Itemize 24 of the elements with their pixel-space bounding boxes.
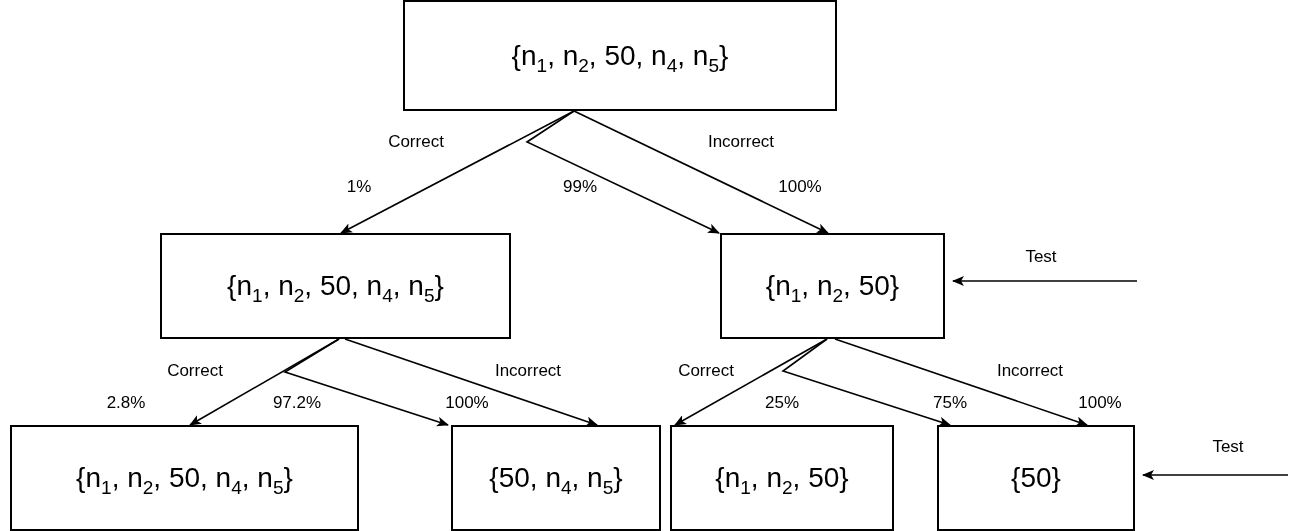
set-box xyxy=(670,425,894,531)
arrow xyxy=(340,110,575,234)
set-box xyxy=(451,425,661,531)
arrow xyxy=(283,338,449,427)
set-text: {n$_{1}$, n$_{2}$, 50, n$_{4}$, n$_{5}$} xyxy=(227,270,444,302)
set-text: {50} xyxy=(1011,462,1061,494)
arrow xyxy=(573,110,829,234)
set-text: {n$_{1}$, n$_{2}$, 50, n$_{4}$, n$_{5}$} xyxy=(76,462,293,494)
arrow xyxy=(525,110,720,234)
set-text: {50, n$_{4}$, n$_{5}$} xyxy=(489,462,623,494)
arrow xyxy=(952,276,1138,286)
set-box xyxy=(937,425,1135,531)
set-text: {n$_{1}$, n$_{2}$, 50} xyxy=(765,270,900,302)
set-box xyxy=(403,0,837,111)
arrow xyxy=(834,338,1088,427)
set-box xyxy=(10,425,359,531)
set-text: {n$_{1}$, n$_{2}$, 50} xyxy=(715,462,849,494)
arrow xyxy=(344,338,598,427)
set-box xyxy=(720,233,945,339)
arrow xyxy=(674,338,828,426)
arrow xyxy=(781,338,951,427)
set-text: {n$_{1}$, n$_{2}$, 50, n$_{4}$, n$_{5}$} xyxy=(511,39,729,72)
arrow xyxy=(1142,470,1289,480)
set-box xyxy=(160,233,511,339)
